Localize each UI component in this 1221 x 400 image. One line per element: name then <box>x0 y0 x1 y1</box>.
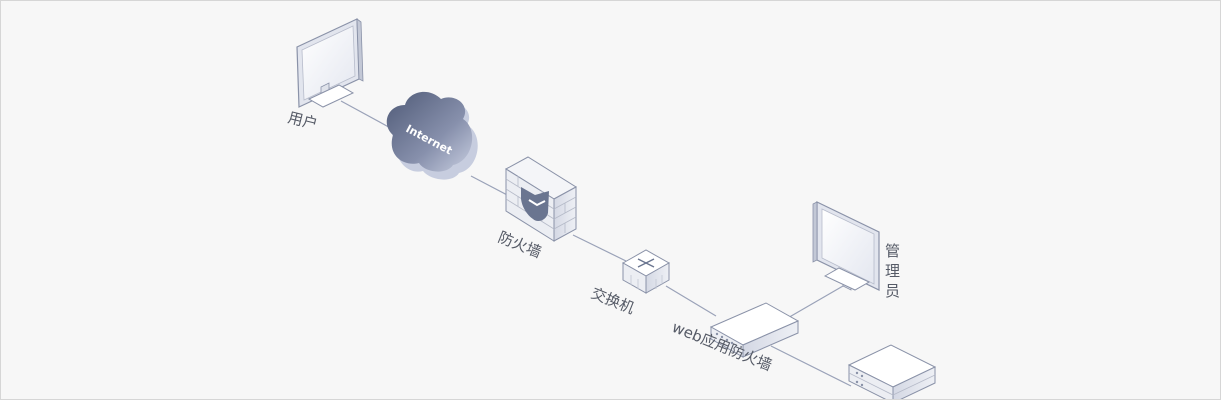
link-waf-admin <box>785 285 844 320</box>
link-user-internet <box>340 100 397 132</box>
user-label: 用户 <box>286 108 319 133</box>
switch-label: 交换机 <box>589 284 637 318</box>
admin-label-char: 理 <box>885 262 900 280</box>
link-internet-firewall <box>470 175 512 198</box>
connection-lines <box>340 100 852 387</box>
link-waf-server <box>770 345 852 387</box>
link-firewall-switch <box>572 234 627 262</box>
waf-appliance-icon <box>709 302 800 358</box>
firewall-icon <box>505 156 577 242</box>
server-icon <box>847 344 937 399</box>
admin-label-char: 员 <box>885 282 900 300</box>
internet-cloud-icon: Internet <box>386 91 478 180</box>
admin-label-char: 管 <box>885 242 900 260</box>
firewall-label: 防火墙 <box>496 228 544 262</box>
user-monitor-icon <box>296 18 364 108</box>
admin-monitor-icon <box>812 201 880 291</box>
shield-icon <box>521 187 549 221</box>
switch-icon <box>621 249 671 294</box>
admin-label: 管 理 员 <box>885 242 900 300</box>
link-switch-waf <box>665 285 717 317</box>
